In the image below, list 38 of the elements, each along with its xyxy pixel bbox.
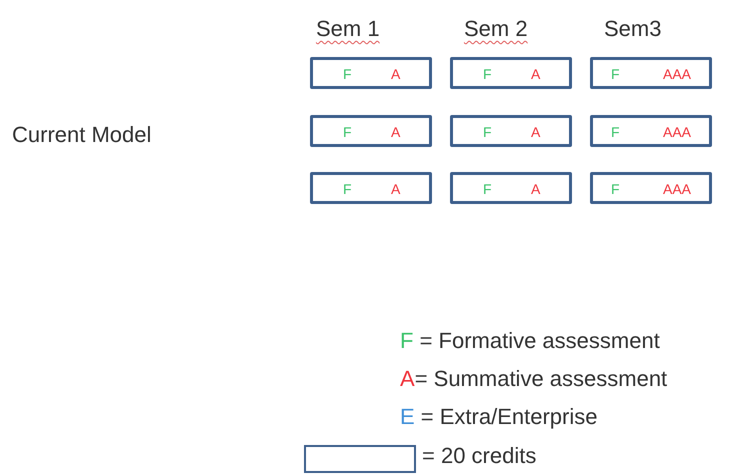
legend-text: = Formative assessment <box>418 328 660 354</box>
legend-key: F <box>400 328 414 354</box>
assessment-code: AAA <box>663 181 692 197</box>
assessment-code: F <box>611 66 620 82</box>
assessment-code: F <box>611 124 620 140</box>
assessment-code: F <box>611 181 620 197</box>
assessment-code: A <box>531 181 540 197</box>
assessment-code: F <box>343 181 352 197</box>
module-box <box>590 57 712 89</box>
legend-key: E <box>400 404 415 430</box>
module-box <box>450 172 572 204</box>
row-heading: Current Model <box>12 122 152 148</box>
module-box <box>310 57 432 89</box>
module-box <box>310 115 432 147</box>
assessment-code: F <box>343 124 352 140</box>
legend-text: = Extra/Enterprise <box>420 404 598 430</box>
assessment-code: A <box>531 66 540 82</box>
legend-text: = Summative assessment <box>414 366 668 392</box>
module-box <box>450 57 572 89</box>
module-box <box>310 172 432 204</box>
module-box <box>590 115 712 147</box>
assessment-code: A <box>531 124 540 140</box>
assessment-code: A <box>391 181 400 197</box>
assessment-code: AAA <box>663 66 692 82</box>
legend-text: = 20 credits <box>422 443 536 469</box>
column-heading: Sem3 <box>604 16 662 42</box>
assessment-code: F <box>483 181 492 197</box>
legend-key: A <box>400 366 415 392</box>
column-heading: Sem 2 <box>464 16 528 42</box>
assessment-code: F <box>343 66 352 82</box>
module-box <box>450 115 572 147</box>
column-heading: Sem 1 <box>316 16 380 42</box>
assessment-code: F <box>483 66 492 82</box>
assessment-code: A <box>391 66 400 82</box>
assessment-code: AAA <box>663 124 692 140</box>
module-box <box>590 172 712 204</box>
assessment-code: A <box>391 124 400 140</box>
assessment-code: F <box>483 124 492 140</box>
